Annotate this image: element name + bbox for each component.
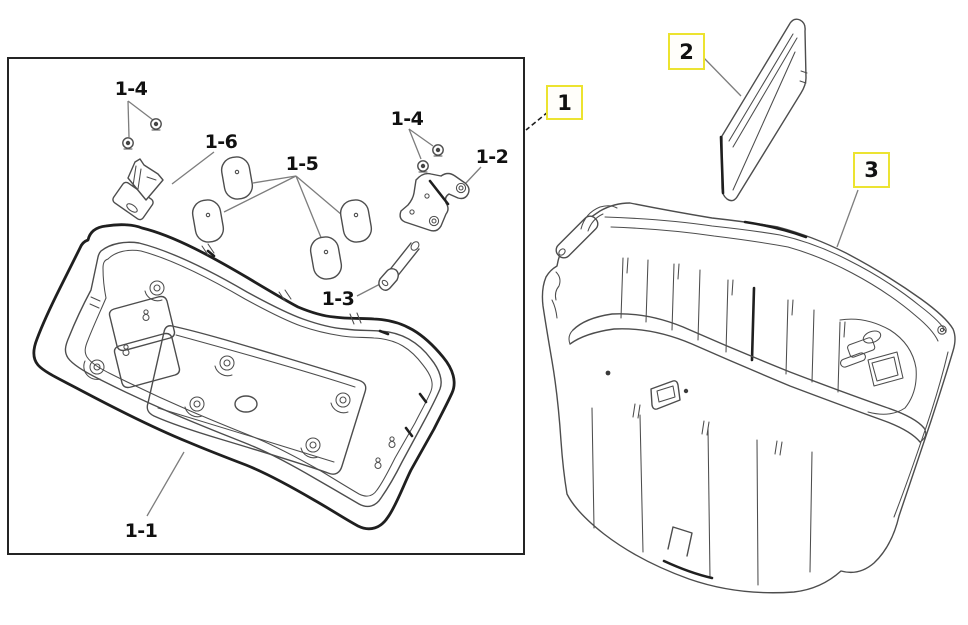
- box-interior-ribs: [620, 257, 846, 393]
- detail-panel-border: [7, 57, 525, 555]
- part-label-1-1: 1-1: [124, 520, 158, 542]
- tray-rim-dark-ticks: [206, 249, 428, 438]
- part-label-1-3: 1-3: [321, 288, 355, 310]
- box-wall-slots: [840, 330, 904, 387]
- part-1-4-nuts-right-drawing: [417, 144, 444, 173]
- box-front-wall-lines: [591, 403, 813, 586]
- tray-screw-bosses: [83, 280, 351, 459]
- part-1-2-hinge-bracket-drawing: [399, 172, 470, 232]
- part-1-4-nuts-left-drawing: [122, 118, 162, 150]
- part-1-3-pin-drawing: [378, 241, 420, 291]
- tray-center-hole: [234, 395, 258, 413]
- callout-3[interactable]: 3: [853, 152, 890, 188]
- callout-2[interactable]: 2: [668, 33, 705, 70]
- part-1-1-base-tray-drawing: [32, 223, 456, 531]
- callout-1[interactable]: 1: [546, 85, 583, 120]
- part-label-1-4-right: 1-4: [390, 108, 424, 130]
- part-1-6-bracket-drawing: [112, 158, 164, 221]
- part-label-1-5: 1-5: [285, 153, 319, 175]
- part-2-panel-drawing: [719, 18, 808, 202]
- tray-keyholes: [122, 309, 396, 470]
- part-3-box-body-drawing: [541, 202, 956, 594]
- part-label-1-2: 1-2: [475, 146, 509, 168]
- box-corner-hole: [937, 325, 947, 335]
- tray-rim-ticks: [89, 243, 362, 325]
- part-label-1-4-left: 1-4: [114, 78, 148, 100]
- part-1-5-cushions-drawing: [191, 156, 373, 280]
- part-label-1-6: 1-6: [204, 131, 238, 153]
- callout-1-leader: [525, 111, 549, 131]
- leader-lines: [127, 56, 859, 517]
